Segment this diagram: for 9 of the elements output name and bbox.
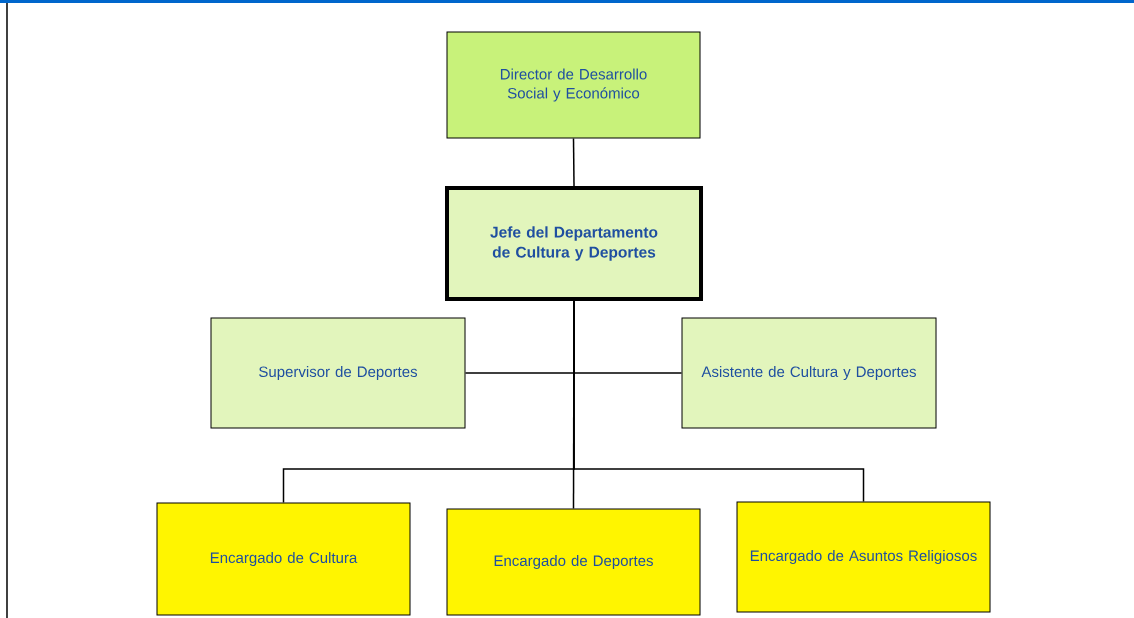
- position-box: Jefe del Departamento de Cultura y Deportes: [445, 186, 703, 301]
- position-box: Encargado de Deportes: [446, 508, 701, 616]
- position-box: Encargado de Asuntos Religiosos: [736, 501, 991, 613]
- position-box: Encargado de Cultura: [156, 502, 411, 616]
- connector-line: [573, 300, 865, 503]
- position-box: Asistente de Cultura y Deportes: [681, 317, 937, 429]
- position-box: Supervisor de Deportes: [210, 317, 466, 429]
- connector-line: [572, 137, 575, 187]
- position-box: Director de Desarrollo Social y Económico: [446, 31, 701, 139]
